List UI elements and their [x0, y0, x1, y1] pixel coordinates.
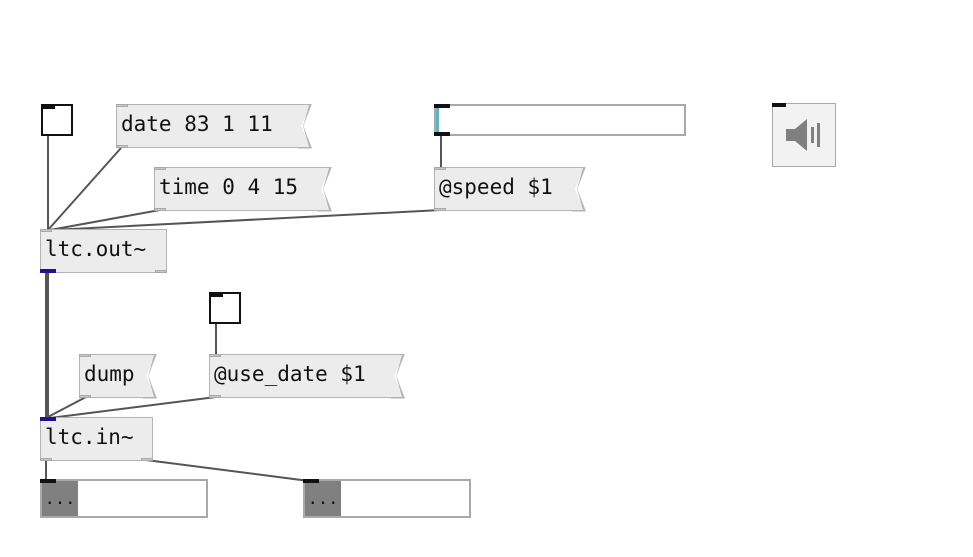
message-date-label: date 83 1 11: [121, 112, 273, 136]
cord-speed-to-ltcout: [51, 209, 442, 231]
display-inlet: [303, 479, 319, 483]
bang-button-use-date[interactable]: [209, 292, 241, 324]
slider-knob[interactable]: [436, 106, 439, 134]
message-speed-label: @speed $1: [439, 175, 553, 199]
outlet: [154, 208, 166, 211]
inlet: [79, 354, 91, 357]
cord-ltcin-to-display2: [145, 459, 310, 482]
inlet: [209, 354, 221, 357]
inlet: [40, 229, 52, 232]
display-button-right[interactable]: ...: [305, 481, 341, 516]
message-time[interactable]: time 0 4 15: [154, 167, 318, 211]
message-date[interactable]: date 83 1 11: [116, 104, 298, 148]
message-time-label: time 0 4 15: [159, 175, 299, 199]
outlet: [79, 395, 91, 398]
outlet: [434, 208, 446, 211]
outlet: [141, 458, 153, 461]
bang-inlet: [209, 292, 223, 297]
outlet: [116, 145, 128, 148]
display-button-left[interactable]: ...: [42, 481, 78, 516]
cord-dump-to-ltcin: [45, 396, 87, 419]
output-display-left[interactable]: ...: [40, 479, 208, 518]
outlet: [155, 270, 167, 273]
inlet: [434, 167, 446, 170]
outlet: [209, 395, 221, 398]
cord-usedate-to-ltcin: [49, 396, 217, 419]
outlet: [40, 458, 52, 461]
object-ltc-out[interactable]: ltc.out~: [40, 229, 167, 273]
object-ltc-in[interactable]: ltc.in~: [40, 417, 153, 461]
inlet: [116, 104, 128, 107]
object-ltc-out-label: ltc.out~: [45, 237, 147, 261]
message-use-date[interactable]: @use_date $1: [209, 354, 391, 398]
speaker-icon: [786, 119, 820, 151]
output-display-right[interactable]: ...: [303, 479, 471, 518]
dsp-inlet: [772, 103, 786, 107]
slider-inlet: [434, 104, 450, 108]
message-dump[interactable]: dump: [79, 354, 143, 398]
signal-outlet: [40, 269, 56, 273]
inlet: [154, 167, 166, 170]
message-use-date-label: @use_date $1: [214, 362, 366, 386]
dsp-toggle[interactable]: [772, 103, 836, 167]
message-dump-label: dump: [84, 362, 135, 386]
cord-date-to-ltcout: [47, 147, 122, 231]
slider-outlet: [434, 132, 450, 136]
cord-time-to-ltcout: [49, 209, 161, 231]
object-ltc-in-label: ltc.in~: [45, 425, 134, 449]
display-inlet: [40, 479, 56, 483]
message-speed[interactable]: @speed $1: [434, 167, 572, 211]
bang-button[interactable]: [41, 104, 73, 136]
speed-slider[interactable]: [434, 104, 686, 136]
signal-inlet: [40, 417, 56, 421]
bang-inlet: [41, 104, 55, 109]
